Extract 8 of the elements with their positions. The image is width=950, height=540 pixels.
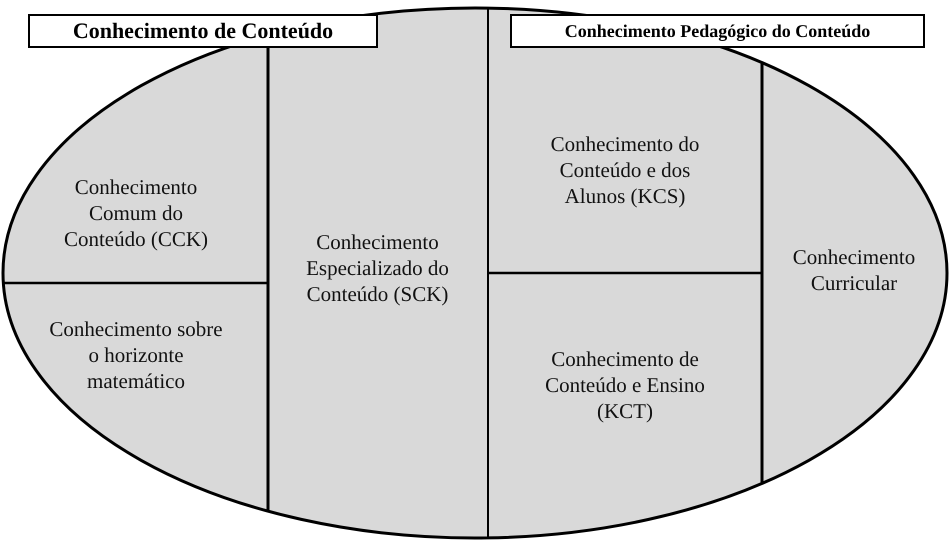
region-label: Conhecimento Curricular <box>792 244 916 296</box>
region-label: Conhecimento de Conteúdo e Ensino (KCT) <box>544 346 706 424</box>
region-label: Conhecimento Comum do Conteúdo (CCK) <box>62 174 210 252</box>
section-heading: Conhecimento de Conteúdo <box>28 14 378 48</box>
region-label: Conhecimento Especializado do Conteúdo (SCK) <box>305 229 450 307</box>
region-label: Conhecimento do Conteúdo e dos Alunos (KCS) <box>550 131 700 209</box>
section-heading: Conhecimento Pedagógico do Conteúdo <box>510 14 925 48</box>
region-label: Conhecimento sobre o horizonte matemático <box>48 316 224 394</box>
